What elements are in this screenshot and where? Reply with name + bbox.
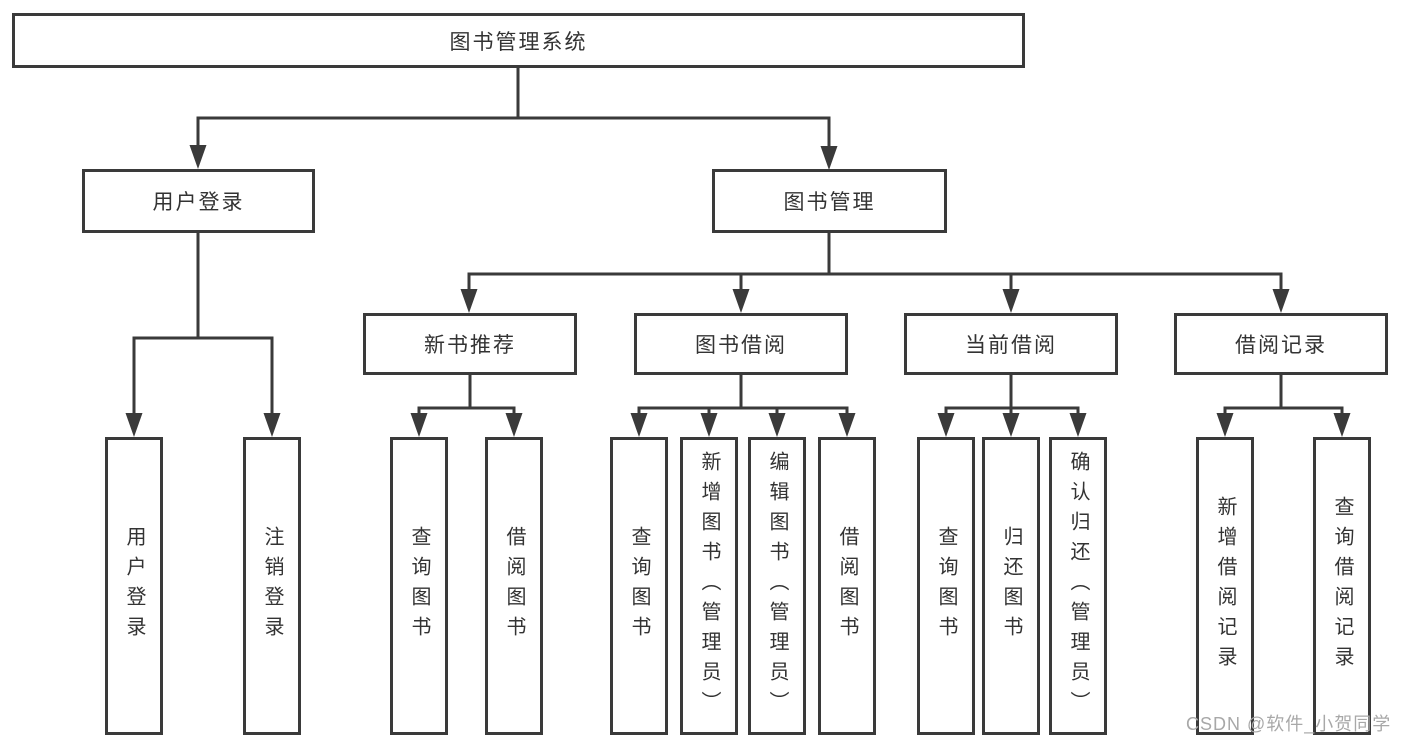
node-label: 确认归还（管理员） <box>1067 451 1089 721</box>
node-query-borrow-record: 查询借阅记录 <box>1313 437 1371 735</box>
node-label: 图书借阅 <box>695 334 787 357</box>
node-label: 查询图书 <box>935 526 957 646</box>
node-label: 借阅图书 <box>503 526 525 646</box>
node-book-management: 图书管理 <box>712 169 947 233</box>
node-query-books-current: 查询图书 <box>917 437 975 735</box>
node-label: 借阅记录 <box>1235 334 1327 357</box>
node-label: 编辑图书（管理员） <box>766 451 788 721</box>
node-query-books-recommend: 查询图书 <box>390 437 448 735</box>
node-label: 借阅图书 <box>836 526 858 646</box>
node-user-login-leaf: 用户登录 <box>105 437 163 735</box>
node-book-borrowing: 图书借阅 <box>634 313 848 375</box>
node-return-books: 归还图书 <box>982 437 1040 735</box>
node-logout-leaf: 注销登录 <box>243 437 301 735</box>
node-query-books-borrowing: 查询图书 <box>610 437 668 735</box>
node-label: 新书推荐 <box>424 334 516 357</box>
node-label: 查询图书 <box>408 526 430 646</box>
node-label: 当前借阅 <box>965 334 1057 357</box>
node-label: 新增借阅记录 <box>1214 496 1236 676</box>
node-user-login: 用户登录 <box>82 169 315 233</box>
node-label: 查询图书 <box>628 526 650 646</box>
node-borrowing-records: 借阅记录 <box>1174 313 1388 375</box>
watermark: CSDN @软件_小贺同学 <box>1186 714 1392 734</box>
node-label: 新增图书（管理员） <box>698 451 720 721</box>
node-label: 归还图书 <box>1000 526 1022 646</box>
node-label: 查询借阅记录 <box>1331 496 1353 676</box>
node-library-management-system: 图书管理系统 <box>12 13 1025 68</box>
node-add-book-admin: 新增图书（管理员） <box>680 437 738 735</box>
node-label: 用户登录 <box>152 191 245 214</box>
node-borrow-books-recommend: 借阅图书 <box>485 437 543 735</box>
node-edit-book-admin: 编辑图书（管理员） <box>748 437 806 735</box>
node-add-borrow-record: 新增借阅记录 <box>1196 437 1254 735</box>
node-borrow-books-leaf: 借阅图书 <box>818 437 876 735</box>
node-label: 图书管理系统 <box>449 30 588 54</box>
node-current-borrowing: 当前借阅 <box>904 313 1118 375</box>
node-label: 图书管理 <box>783 191 876 214</box>
node-confirm-return-admin: 确认归还（管理员） <box>1049 437 1107 735</box>
node-new-book-recommendation: 新书推荐 <box>363 313 577 375</box>
node-label: 用户登录 <box>123 526 145 646</box>
node-label: 注销登录 <box>261 526 283 646</box>
